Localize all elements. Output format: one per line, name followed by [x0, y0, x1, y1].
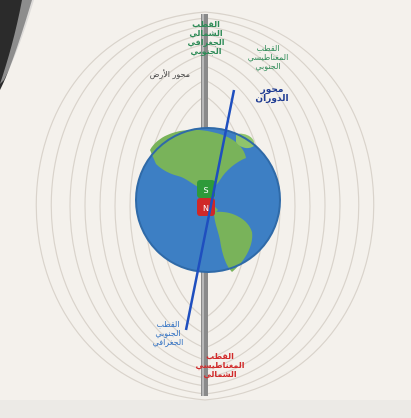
svg-text:N: N	[203, 204, 209, 213]
rotation-axis-label: محور الدوران	[255, 85, 289, 104]
corner-highlight	[0, 0, 34, 84]
geographic-south-label: القطب الجنوبي الجغرافي	[152, 320, 184, 347]
magnetic-north-label: القطب المغناطيسي الشمالي	[195, 352, 245, 379]
magnetic-south-label: القطب المغناطيسي الجنوبي	[247, 44, 289, 71]
earth-axis-label: محور الأرض	[149, 70, 190, 79]
svg-text:S: S	[203, 186, 208, 195]
bottom-strip	[0, 400, 411, 418]
geographic-north-label: القطب الشمالي الجغرافي الجنوبي	[187, 20, 225, 56]
rotation-axis-line	[184, 89, 236, 331]
